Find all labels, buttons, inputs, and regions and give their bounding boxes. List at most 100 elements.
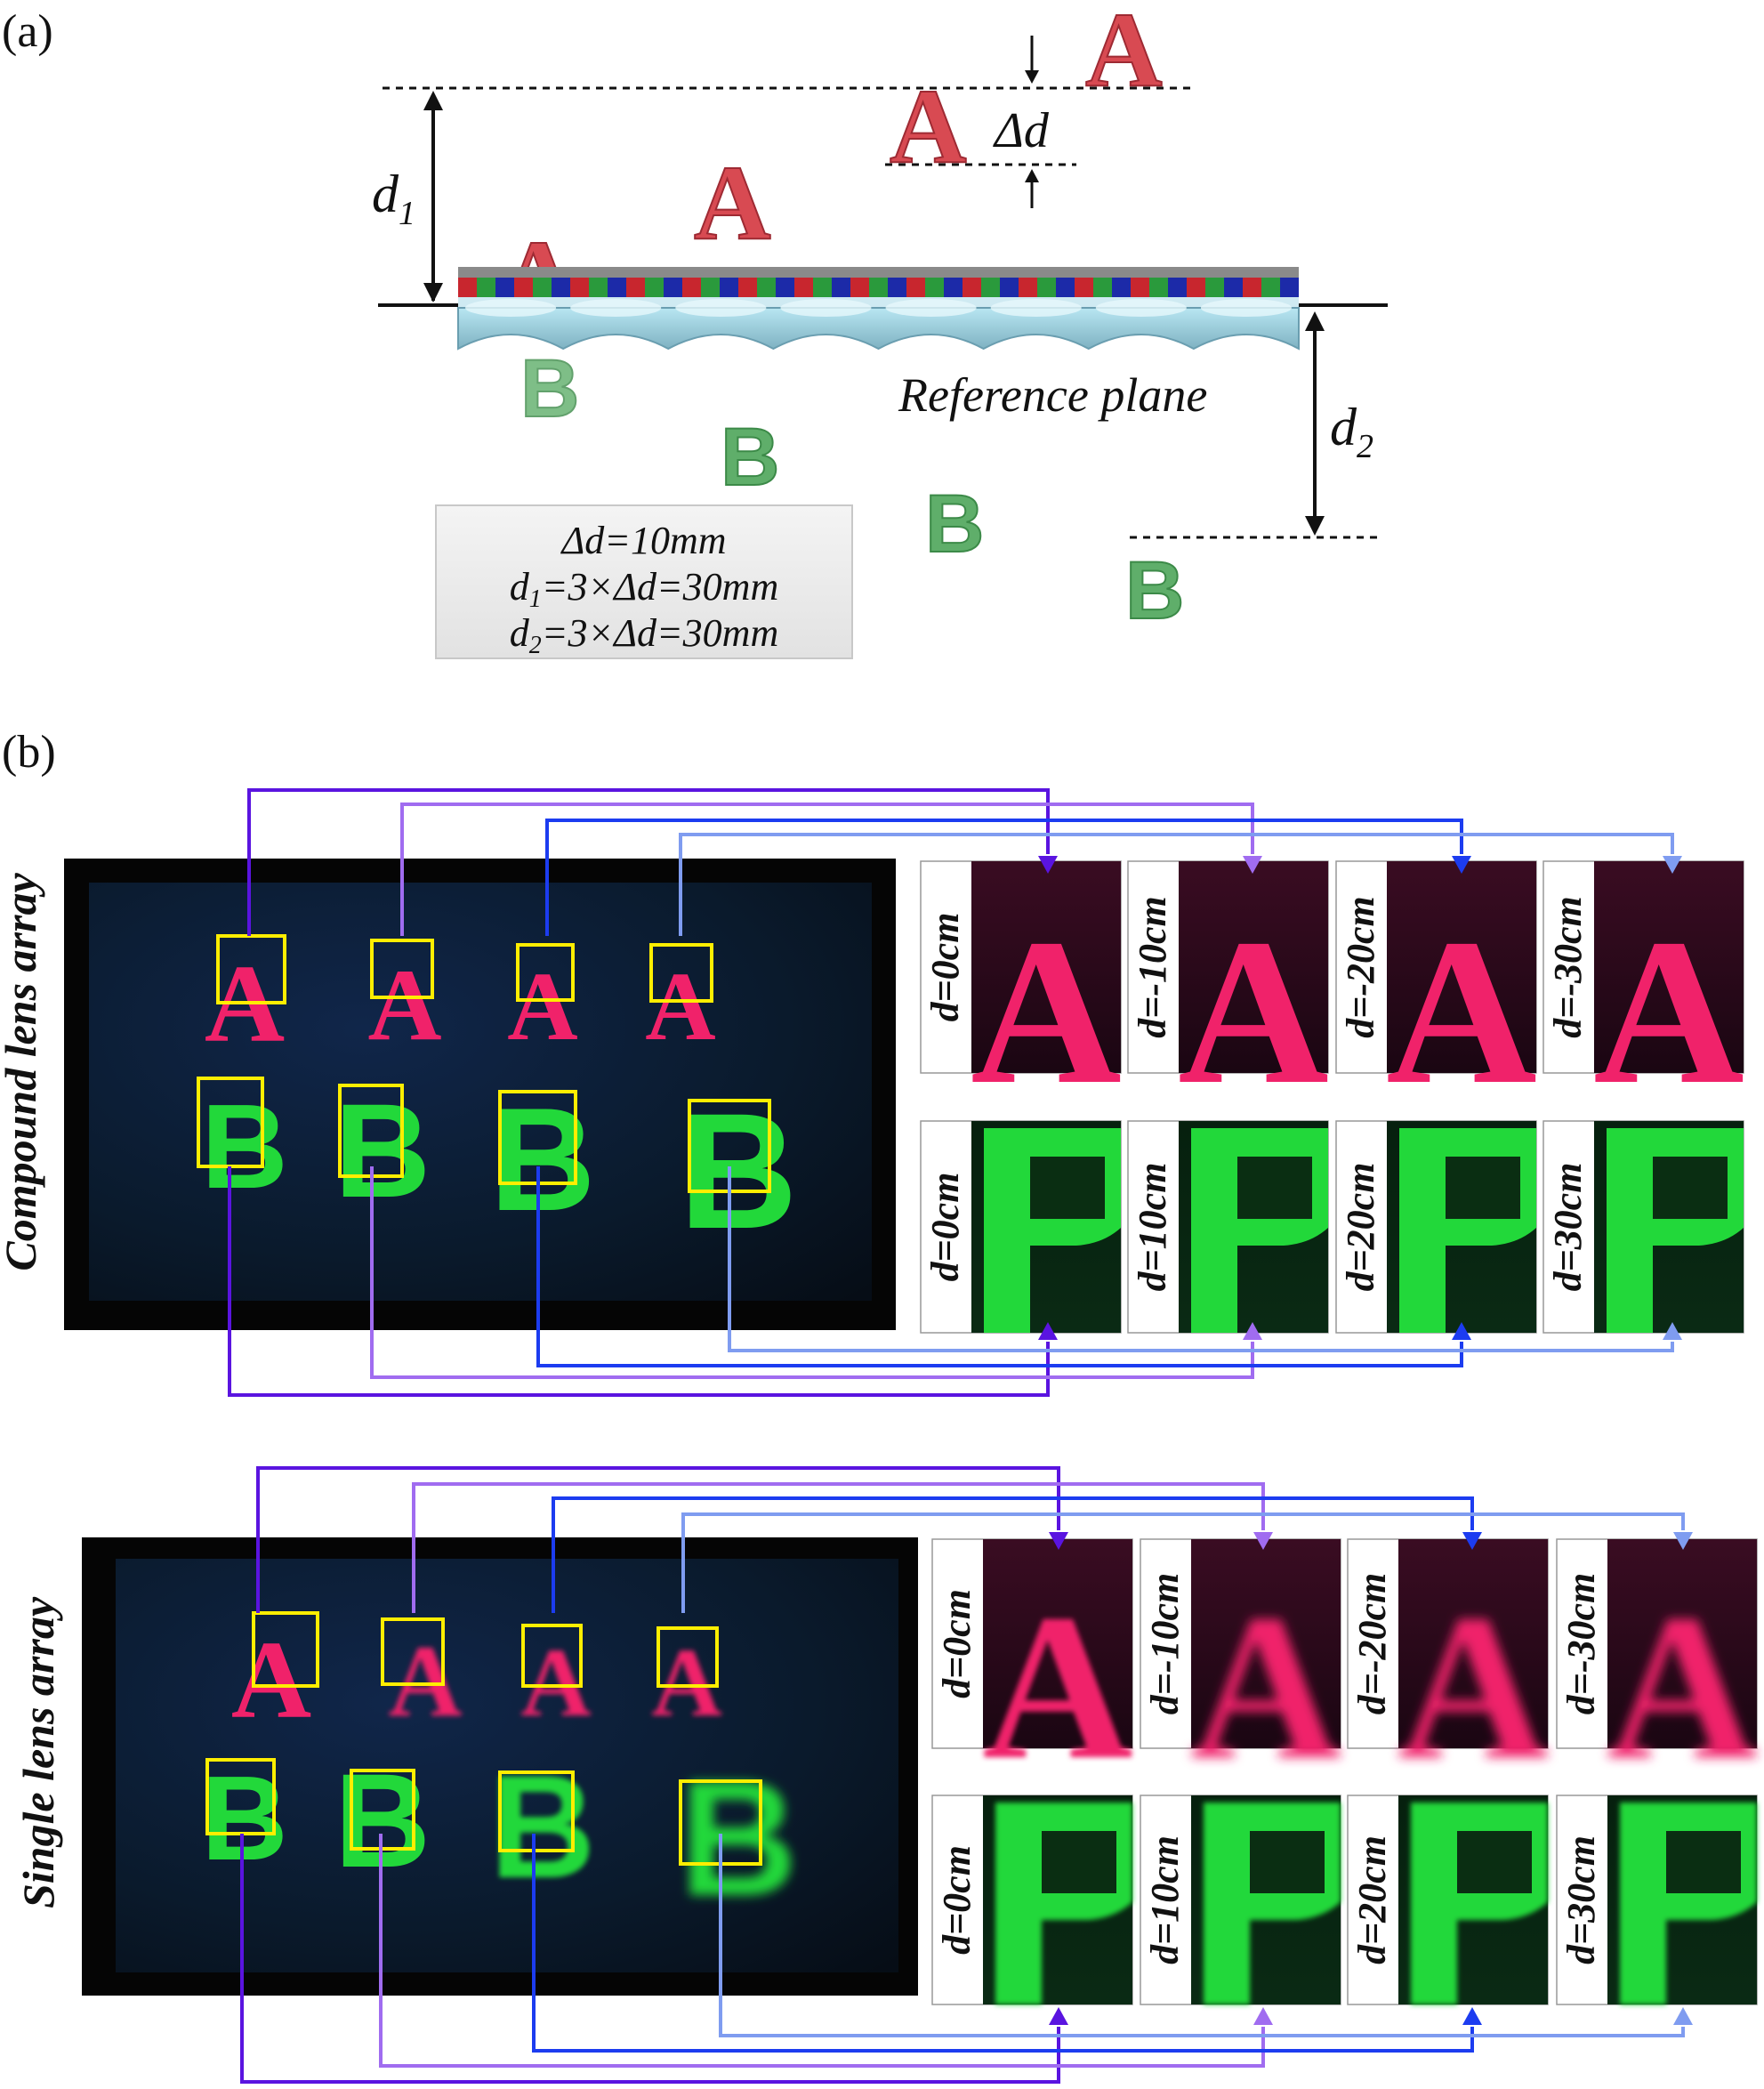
- tile-letter-a: A: [1190, 1571, 1341, 1803]
- d2-label: d2: [1330, 398, 1373, 465]
- pixel-cell: [1280, 278, 1299, 297]
- tile-b-counter: [1250, 1831, 1325, 1893]
- tile-b-depth-label: d=30cm: [1559, 1835, 1603, 1964]
- panel-a: (a) d1 Δd A A A A: [2, 0, 1388, 659]
- pixel-cell: [738, 278, 757, 297]
- highlight-box: [252, 1611, 319, 1688]
- single-crop-tiles: Ad=0cmd=0cmAd=-10cmd=10cmAd=-20cmd=20cmA…: [931, 1538, 1758, 2005]
- connector-line: [532, 1834, 1474, 2053]
- highlight-box: [498, 1770, 575, 1852]
- pixel-cell: [608, 278, 626, 297]
- connector-arrowhead: [1673, 1532, 1693, 1550]
- connector-arrowhead: [1452, 1322, 1471, 1340]
- tile-letter-a: A: [1386, 896, 1537, 1127]
- lenslet: [465, 299, 557, 317]
- pixel-cell: [682, 278, 701, 297]
- letter-b-plane: B: [520, 343, 579, 434]
- tile-b-counter: [1446, 1157, 1520, 1219]
- display-letter-a: A: [231, 1619, 311, 1742]
- tile-letter-a: A: [982, 1571, 1133, 1803]
- connector-arrowhead: [1462, 2007, 1482, 2025]
- panel-b-label: (b): [2, 727, 56, 778]
- connector-arrowhead: [1253, 1532, 1273, 1550]
- pixel-cell: [794, 278, 813, 297]
- connector-arrowhead: [1663, 1322, 1682, 1340]
- compound-lens-array-title: Compound lens array: [0, 873, 45, 1271]
- pixel-cell: [944, 278, 963, 297]
- pixel-cell: [552, 278, 570, 297]
- tile-b-depth-label: d=20cm: [1339, 1163, 1382, 1292]
- highlight-box: [370, 939, 434, 999]
- display-letter-a: A: [388, 1625, 462, 1738]
- rgb-pixel-row: [458, 278, 1299, 297]
- connector-arrowhead: [1243, 856, 1262, 874]
- tile-a-depth-label: d=0cm: [923, 913, 967, 1022]
- pixel-cell: [981, 278, 1000, 297]
- tile-a-image: [1607, 1539, 1757, 1748]
- connector-line: [379, 1834, 1265, 2068]
- lenslet: [570, 299, 662, 317]
- lenslet: [675, 299, 767, 317]
- letter-b-near: B: [721, 412, 779, 503]
- tile-a-depth-label: d=-10cm: [1131, 896, 1174, 1037]
- connector-line: [370, 1166, 1254, 1379]
- pixel-cell: [757, 278, 776, 297]
- highlight-box: [649, 943, 713, 1003]
- tile-letter-a: A: [971, 896, 1122, 1127]
- letter-b-group: B B B B: [520, 343, 1185, 637]
- letter-b-mid: B: [925, 479, 984, 569]
- tile-a-depth-label: d=-20cm: [1339, 896, 1382, 1037]
- delta-d-label: Δd: [993, 103, 1050, 158]
- letter-b-far: B: [1125, 545, 1184, 636]
- highlight-box: [381, 1617, 445, 1686]
- connector-arrowhead: [1243, 1322, 1262, 1340]
- pixel-cell: [776, 278, 794, 297]
- letter-a-near: A: [694, 143, 771, 262]
- display-letter-b: B: [489, 1077, 595, 1241]
- highlight-box: [521, 1624, 583, 1688]
- param-d1: d1=3×Δd=30mm: [510, 565, 778, 613]
- connector-arrowhead: [1462, 1532, 1482, 1550]
- pixel-cell: [589, 278, 608, 297]
- param-d2: d2=3×Δd=30mm: [510, 611, 778, 659]
- pixel-cell: [1075, 278, 1093, 297]
- letter-a-mid: A: [890, 67, 967, 185]
- tile-b-counter: [1666, 1831, 1741, 1893]
- connector-line: [545, 819, 1463, 936]
- highlight-box: [516, 943, 575, 1002]
- tile-a-image: [983, 1539, 1132, 1748]
- tile-b-counter: [1030, 1157, 1105, 1219]
- pixel-cell: [925, 278, 944, 297]
- pixel-cell: [906, 278, 925, 297]
- pixel-cell: [1037, 278, 1056, 297]
- tile-letter-a: A: [1178, 896, 1329, 1127]
- tile-letter-a: A: [1607, 1571, 1758, 1803]
- pixel-cell: [1093, 278, 1112, 297]
- lenslet: [1200, 299, 1292, 317]
- pixel-cell: [963, 278, 981, 297]
- display-letter-a: A: [367, 948, 441, 1061]
- display-letter-a: A: [651, 1628, 721, 1737]
- connector-line: [228, 1166, 1050, 1397]
- tile-a-depth-label: d=-10cm: [1143, 1573, 1187, 1714]
- tile-a-image: [1179, 861, 1328, 1073]
- tile-a-image: [1594, 861, 1744, 1073]
- pixel-cell: [1168, 278, 1187, 297]
- pixel-cell: [1056, 278, 1075, 297]
- tile-b-counter: [1237, 1157, 1312, 1219]
- connector-arrowhead: [1038, 856, 1058, 874]
- connector-arrowhead: [1663, 856, 1682, 874]
- tile-b-depth-label: d=30cm: [1546, 1163, 1590, 1292]
- connector-line: [412, 1482, 1265, 1613]
- tile-a-image: [1387, 861, 1536, 1073]
- delta-arrow-bottom-head: [1025, 169, 1039, 182]
- param-delta-d: Δd=10mm: [560, 519, 726, 562]
- panel-b: (b) Compound lens array Single lens arra…: [0, 727, 1758, 2084]
- pixel-cell: [458, 278, 477, 297]
- d1-label: d1: [372, 165, 415, 232]
- pixel-cell: [1224, 278, 1243, 297]
- pixel-cell: [720, 278, 738, 297]
- tile-b-depth-label: d=0cm: [935, 1845, 979, 1955]
